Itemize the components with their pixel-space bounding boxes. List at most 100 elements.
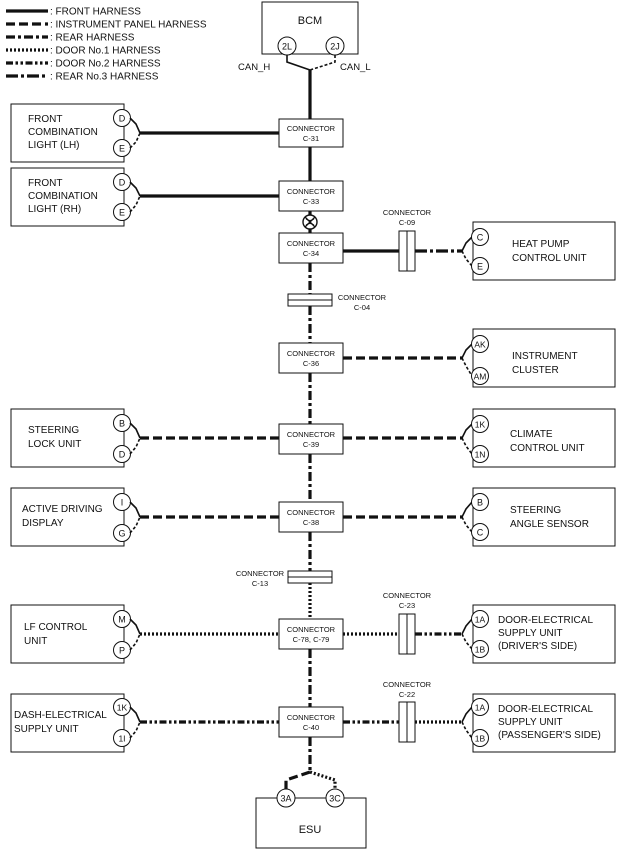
heat-pump-pin-c-label: C: [477, 233, 484, 243]
heat-pump-pin-c: [471, 228, 489, 246]
connector-c38-word: CONNECTOR: [287, 508, 336, 517]
door-passenger-pin-1b-label: 1B: [475, 734, 486, 744]
connector-c34-word: CONNECTOR: [287, 239, 336, 248]
steering-lock-unit: STEERING LOCK UNIT B D: [10, 408, 279, 468]
front-lh-pin-d-label: D: [119, 114, 126, 124]
connector-c04-word: CONNECTOR: [338, 293, 387, 302]
heat-pump-line2: CONTROL UNIT: [512, 253, 587, 264]
heat-pump-pin-e-label: E: [477, 262, 483, 272]
esu-box: [255, 797, 367, 849]
steering-angle-sensor: B C STEERING ANGLE SENSOR: [343, 487, 616, 547]
connector-c09-id: C-09: [399, 218, 415, 227]
lf-control-pin-m-label: M: [118, 615, 126, 625]
lf-control-unit: LF CONTROL UNIT M P: [10, 604, 279, 664]
door-driver-pin-1a-label: 1A: [475, 615, 486, 625]
door-passenger-pin-1b: [471, 729, 489, 747]
heat-pump-pin-e: [471, 257, 489, 275]
esu-pin-3a-label: 3A: [280, 794, 291, 804]
lf-control-pin-p-label: P: [119, 646, 125, 656]
front-lh-line2: COMBINATION: [28, 127, 98, 138]
esu-pin-3a: [276, 788, 296, 808]
connector-c36: CONNECTOR C-36: [278, 342, 344, 374]
door-driver-line3: (DRIVER'S SIDE): [498, 641, 577, 652]
door-driver-pin-1b: [471, 640, 489, 658]
door-passenger-pin-1a: [471, 698, 489, 716]
climate-control-unit: 1K 1N CLIMATE CONTROL UNIT: [343, 408, 616, 468]
connector-c13: CONNECTOR C-13: [236, 569, 333, 588]
connector-c23-word: CONNECTOR: [383, 591, 432, 600]
legend-label-instrument-panel: : INSTRUMENT PANEL HARNESS: [50, 20, 207, 31]
connector-c34-id: C-34: [303, 249, 319, 258]
door-passenger-pin-1a-label: 1A: [475, 703, 486, 713]
front-rh-line3: LIGHT (RH): [28, 204, 81, 215]
connector-c78-word: CONNECTOR: [287, 625, 336, 634]
active-display-pin-i-label: I: [121, 498, 124, 508]
connector-c22-word: CONNECTOR: [383, 680, 432, 689]
legend-label-rear: : REAR HARNESS: [50, 33, 135, 44]
lf-control-line1: LF CONTROL: [24, 622, 88, 633]
connector-c13-word: CONNECTOR: [236, 569, 285, 578]
connector-c36-word: CONNECTOR: [287, 349, 336, 358]
door-passenger-line3: (PASSENGER'S SIDE): [498, 730, 601, 741]
front-rh-line2: COMBINATION: [28, 191, 98, 202]
connector-c36-id: C-36: [303, 359, 319, 368]
door-passenger-line2: SUPPLY UNIT: [498, 717, 563, 728]
heat-pump-control-unit: CONNECTOR C-09 C E HEAT PUMP CONTROL UNI…: [343, 208, 616, 281]
door-driver-pin-1b-label: 1B: [475, 645, 486, 655]
steering-angle-line2: ANGLE SENSOR: [510, 519, 589, 530]
connector-c39-id: C-39: [303, 440, 319, 449]
door-electrical-supply-driver: CONNECTOR C-23 1A 1B DOOR-ELECTRICAL SUP…: [343, 591, 616, 664]
connector-c13-id: C-13: [252, 579, 268, 588]
lf-control-line2: UNIT: [24, 636, 47, 647]
bcm-pin-2j-label: 2J: [330, 42, 340, 52]
active-display-pin-g-label: G: [118, 529, 125, 539]
front-combination-light-lh: FRONT COMBINATION LIGHT (LH) D E: [10, 103, 279, 163]
legend-label-door1: : DOOR No.1 HARNESS: [50, 46, 161, 57]
connector-c22-id: C-22: [399, 690, 415, 699]
front-lh-line1: FRONT: [28, 114, 62, 125]
door-driver-pin-1a: [471, 610, 489, 628]
connector-c33-id: C-33: [303, 197, 319, 206]
legend-label-front: : FRONT HARNESS: [50, 7, 141, 18]
bcm-pin-2l-label: 2L: [282, 42, 292, 52]
connector-c34: CONNECTOR C-34: [278, 232, 344, 264]
steering-angle-pin-c: [471, 523, 489, 541]
legend: : FRONT HARNESS : INSTRUMENT PANEL HARNE…: [6, 7, 207, 83]
dash-electrical-supply-unit: DASH-ELECTRICAL SUPPLY UNIT 1K 1I: [10, 693, 279, 753]
twisted-pair-icon: [302, 214, 318, 230]
front-lh-line3: LIGHT (LH): [28, 140, 80, 151]
can-h-label: CAN_H: [238, 62, 270, 73]
esu-pin-3c-label: 3C: [329, 794, 341, 804]
connector-c23-id: C-23: [399, 601, 415, 610]
heat-pump-line1: HEAT PUMP: [512, 239, 570, 250]
legend-label-door2: : DOOR No.2 HARNESS: [50, 59, 161, 70]
connector-c04: CONNECTOR C-04: [287, 293, 387, 312]
front-rh-line1: FRONT: [28, 178, 62, 189]
bcm-unit: BCM 2L 2J CAN_H CAN_L: [238, 1, 371, 73]
door-driver-line1: DOOR-ELECTRICAL: [498, 615, 593, 626]
dash-supply-line1: DASH-ELECTRICAL: [14, 710, 107, 721]
instrument-pin-ak-label: AK: [474, 340, 486, 350]
connector-c33: CONNECTOR C-33: [278, 180, 344, 212]
instrument-cluster: AK AM INSTRUMENT CLUSTER: [343, 328, 616, 388]
climate-pin-1k: [471, 415, 489, 433]
steering-angle-pin-b-label: B: [477, 498, 483, 508]
connector-c38-id: C-38: [303, 518, 319, 527]
connector-c31-word: CONNECTOR: [287, 124, 336, 133]
front-rh-pin-e-label: E: [119, 208, 125, 218]
esu-pin-3c: [325, 788, 345, 808]
instrument-line2: CLUSTER: [512, 365, 559, 376]
front-combination-light-rh: FRONT COMBINATION LIGHT (RH) D E: [10, 167, 279, 227]
steering-lock-pin-d-label: D: [119, 450, 126, 460]
active-display-line1: ACTIVE DRIVING: [22, 504, 103, 515]
dash-supply-pin-1i-label: 1I: [118, 734, 125, 744]
door-driver-line2: SUPPLY UNIT: [498, 628, 563, 639]
connector-c04-id: C-04: [354, 303, 370, 312]
connector-c33-word: CONNECTOR: [287, 187, 336, 196]
front-lh-pin-e-label: E: [119, 144, 125, 154]
connector-c09-word: CONNECTOR: [383, 208, 432, 217]
steering-lock-pin-b-label: B: [119, 419, 125, 429]
dash-supply-pin-1k-label: 1K: [117, 703, 128, 713]
connector-c40-id: C-40: [303, 723, 319, 732]
